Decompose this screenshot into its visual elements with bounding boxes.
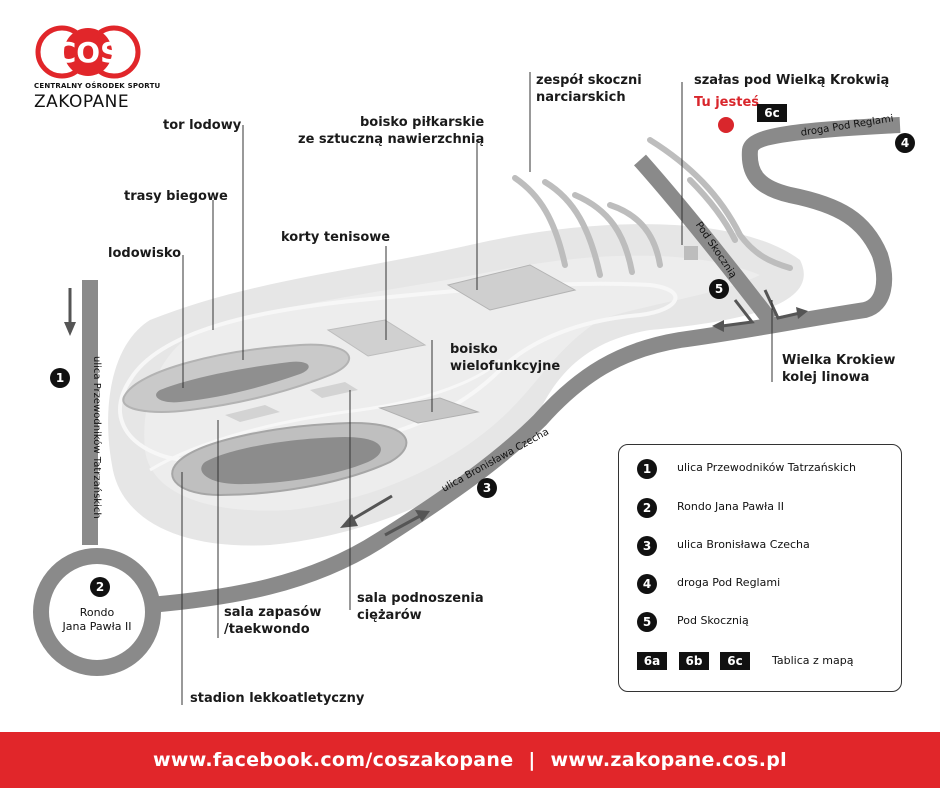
label-sala-podnoszenia: sala podnoszenia ciężarów — [357, 591, 484, 623]
map-badge-5: 5 — [709, 279, 729, 299]
legend-boards-label: Tablica z mapą — [772, 654, 854, 667]
multipurpose-pitch-shape — [378, 397, 480, 424]
facebook-link[interactable]: www.facebook.com/coszakopane — [153, 749, 514, 771]
stadium-field — [201, 437, 381, 485]
legend-board-6c: 6c — [720, 652, 750, 670]
map-graphic: COS — [33, 25, 901, 705]
trail-loop-2 — [149, 358, 502, 472]
website-link[interactable]: www.zakopane.cos.pl — [550, 749, 787, 771]
legend-box: 1 ulica Przewodników Tatrzańskich 2 Rond… — [618, 444, 902, 692]
label-tor-lodowy: tor lodowy — [163, 118, 242, 133]
legend-board-6a: 6a — [637, 652, 667, 670]
label-lodowisko: lodowisko — [108, 246, 182, 261]
logo-subtitle: CENTRALNY OŚRODEK SPORTU — [34, 82, 161, 90]
legend-label: ulica Bronisława Czecha — [677, 538, 810, 551]
legend-number: 2 — [637, 498, 657, 518]
map-badge-1: 1 — [50, 368, 70, 388]
label-boisko-pilkarskie: boisko piłkarskie ze sztuczną nawierzchn… — [298, 115, 485, 147]
ski-jumps — [512, 137, 793, 278]
map-badge-4: 4 — [895, 133, 915, 153]
label-wielka-krokiew: Wielka Krokiew kolej linowa — [782, 353, 896, 385]
legend-number: 4 — [637, 574, 657, 594]
logo-letters: COS — [56, 36, 121, 69]
label-zespol-skoczni: zespół skoczni narciarskich — [536, 73, 642, 105]
road-czecha — [149, 117, 901, 613]
ice-rink-shape — [156, 361, 309, 403]
footer-separator: | — [528, 749, 536, 771]
sala-zapasow-shape — [225, 405, 280, 422]
legend-label: Rondo Jana Pawła II — [677, 500, 784, 513]
tennis-courts-shape — [326, 319, 427, 357]
footer-bar: www.facebook.com/coszakopane | www.zakop… — [0, 732, 940, 788]
current-board-tag: 6c — [757, 104, 787, 122]
label-stadion: stadion lekkoatletyczny — [190, 691, 365, 706]
map-badge-3: 3 — [477, 478, 497, 498]
you-are-here-marker — [718, 117, 734, 133]
legend-number: 1 — [637, 459, 657, 479]
label-szalas: szałas pod Wielką Krokwią — [694, 73, 890, 88]
legend-board-6b: 6b — [679, 652, 709, 670]
road-pod-skocznia — [634, 154, 777, 325]
direction-arrows — [64, 288, 808, 537]
legend-label: Pod Skocznią — [677, 614, 749, 627]
legend-label: ulica Przewodników Tatrzańskich — [677, 461, 856, 474]
logo-city: ZAKOPANE — [34, 92, 130, 112]
legend-number: 3 — [637, 536, 657, 556]
legend-number: 5 — [637, 612, 657, 632]
logo-mark: COS — [35, 25, 141, 79]
szalas-building — [684, 246, 698, 260]
legend-label: droga Pod Reglami — [677, 576, 781, 589]
label-tu-jestes: Tu jesteś — [694, 95, 759, 110]
sala-ciezarow-shape — [310, 382, 358, 398]
map-badge-2: 2 — [90, 577, 110, 597]
rondo-label: Rondo Jana Pawła II — [62, 606, 132, 633]
football-pitch-shape — [446, 264, 577, 311]
road-label-przewodnikow: ulica Przewodników Tatrzańskich — [91, 356, 102, 519]
label-trasy-biegowe: trasy biegowe — [124, 189, 228, 204]
label-korty-tenisowe: korty tenisowe — [281, 230, 391, 245]
label-boisko-wielofunkcyjne: boisko wielofunkcyjne — [450, 342, 561, 374]
label-sala-zapasow: sala zapasów /taekwondo — [224, 605, 322, 637]
footer-links: www.facebook.com/coszakopane | www.zakop… — [0, 732, 940, 788]
